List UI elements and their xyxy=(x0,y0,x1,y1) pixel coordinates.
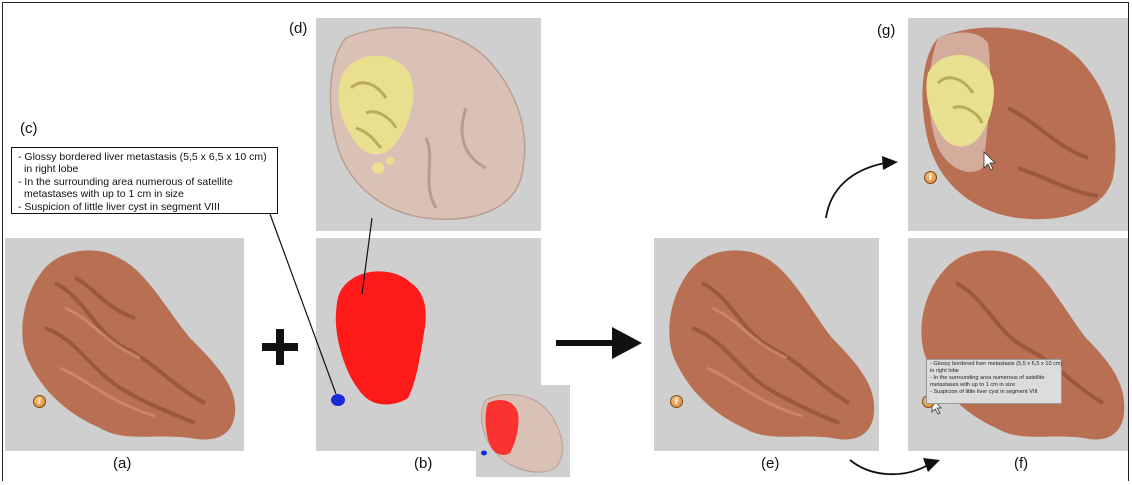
cyst-connector xyxy=(270,214,336,394)
curved-arrow-down-icon xyxy=(850,458,940,474)
label-a: (a) xyxy=(113,455,131,472)
label-c: (c) xyxy=(20,120,38,137)
label-f: (f) xyxy=(1014,455,1028,472)
plus-icon xyxy=(262,329,298,365)
label-d: (d) xyxy=(289,20,307,37)
label-g: (g) xyxy=(877,22,895,39)
label-b: (b) xyxy=(414,455,432,472)
arrow-right-icon xyxy=(556,327,642,359)
label-e: (e) xyxy=(761,455,779,472)
curved-arrow-up-icon xyxy=(826,156,898,218)
tumor-connector xyxy=(362,218,372,294)
